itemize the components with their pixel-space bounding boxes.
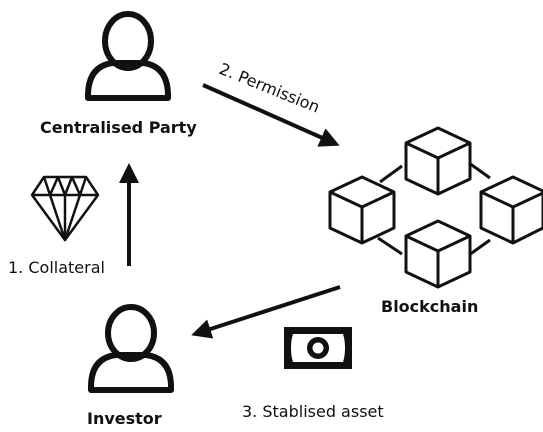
centralised-party-person-icon <box>85 11 171 101</box>
blockchain-icon <box>328 126 543 289</box>
permission-label: 2. Permission <box>217 59 323 117</box>
blockchain-cube-right <box>479 175 543 245</box>
stablised-asset-arrow <box>191 285 341 339</box>
investor-label: Investor <box>87 409 162 428</box>
blockchain-cube-left <box>328 175 396 245</box>
investor-person-icon <box>88 304 174 393</box>
blockchain-links <box>377 161 491 257</box>
blockchain-cube-top <box>404 126 472 196</box>
diamond-icon <box>30 175 100 242</box>
banknote-icon <box>284 327 352 369</box>
stablised-asset-label: 3. Stablised asset <box>242 402 384 421</box>
blockchain-cube-bottom <box>404 219 472 289</box>
permission-arrow <box>202 83 340 147</box>
collateral-label: 1. Collateral <box>8 258 105 277</box>
centralised-party-label: Centralised Party <box>40 118 197 137</box>
blockchain-label: Blockchain <box>381 297 479 316</box>
